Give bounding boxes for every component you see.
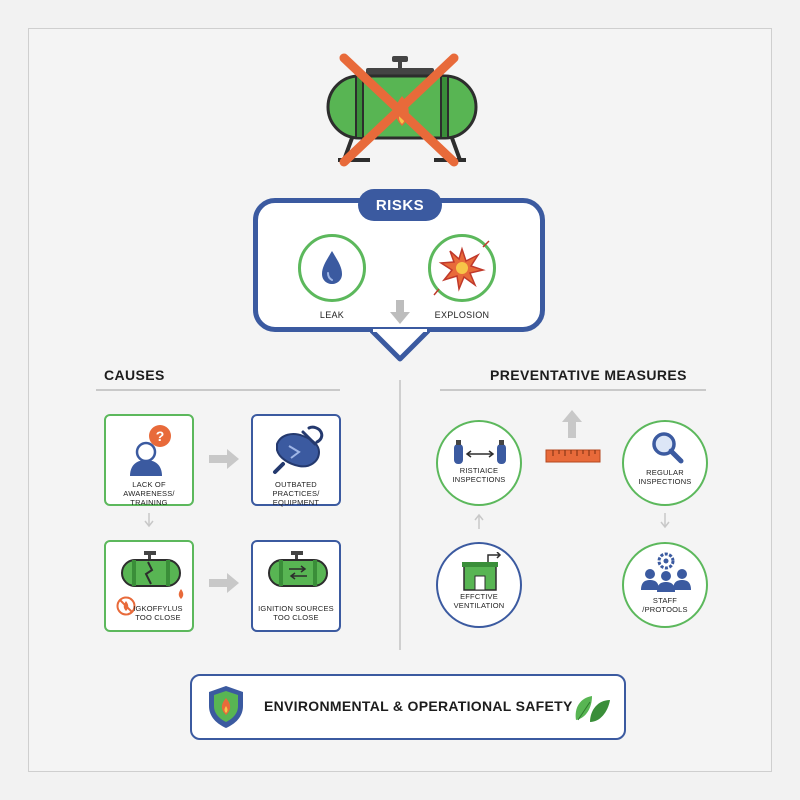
small-fire-icon <box>178 589 184 599</box>
risks-pointer <box>370 329 430 362</box>
broken-wrench-icon <box>273 425 324 474</box>
cause-card-equipment: OUTBATED PRACTICES/ EQUIPMENT <box>251 414 341 507</box>
cause-card-awareness: ? LACK OF AWARENESS/ TRAINING <box>104 414 194 507</box>
risk-label-leak: LEAK <box>319 310 345 320</box>
measure-label-regular: REGULAR INSPECTIONS <box>638 468 692 486</box>
cause-card-ignition: IGNITION SOURCES TOO CLOSE <box>251 540 341 632</box>
cause-card-cracked: IGKOFFYLUS TOO CLOSE <box>104 540 194 632</box>
measure-regular: REGULAR INSPECTIONS <box>622 420 708 506</box>
no-fire-icon <box>116 596 136 616</box>
down-small-arrow-icon <box>660 513 670 529</box>
risks-title: RISKS <box>358 189 442 221</box>
down-arrow-icon <box>390 300 410 324</box>
magnifier-icon <box>652 432 684 464</box>
risk-label-explosion: EXPLOSION <box>434 310 490 320</box>
staff-gear-icon <box>641 552 691 592</box>
measures-title: PREVENTATIVE MEASURES <box>490 367 687 383</box>
measure-distance: RISTIAICE INSPECTIONS <box>436 420 522 506</box>
explosion-icon <box>433 240 490 296</box>
water-drop-icon <box>322 251 342 284</box>
vent-building-icon <box>462 552 502 591</box>
measure-label-ventilation: EFFCTIVE VENTILATION <box>453 592 505 610</box>
distance-cylinders-icon <box>454 440 506 464</box>
measures-divider <box>440 389 706 391</box>
tank-flow-icon <box>268 551 328 587</box>
measure-staff: STAFF /PROTOOLS <box>622 542 708 628</box>
measure-label-staff: STAFF /PROTOOLS <box>642 596 688 614</box>
measure-label-distance: RISTIAICE INSPECTIONS <box>452 466 506 484</box>
cracked-tank-icon <box>121 551 181 587</box>
safety-banner: ENVIRONMENTAL & OPERATIONAL SAFETY <box>190 674 626 740</box>
measure-ventilation: EFFCTIVE VENTILATION <box>436 542 522 628</box>
causes-divider <box>96 389 340 391</box>
leaf-icon <box>575 696 610 722</box>
ruler-icon <box>545 449 601 463</box>
up-arrow-icon <box>562 410 582 438</box>
cause-label-equipment: OUTBATED PRACTICES/ EQUIPMENT <box>272 480 320 507</box>
right-arrow-icon <box>209 449 239 469</box>
down-small-arrow-icon <box>144 513 154 528</box>
cause-label-cracked: IGKOFFYLUS TOO CLOSE <box>133 604 183 622</box>
leak-circle <box>298 234 366 302</box>
up-small-arrow-icon <box>474 513 484 529</box>
right-arrow-icon <box>209 573 239 593</box>
crossed-tank-icon <box>326 53 478 167</box>
explosion-circle <box>428 234 496 302</box>
center-divider <box>399 380 401 650</box>
cause-label-awareness: LACK OF AWARENESS/ TRAINING <box>123 480 175 507</box>
shield-fire-icon <box>209 686 243 728</box>
cause-label-ignition: IGNITION SOURCES TOO CLOSE <box>258 604 334 622</box>
causes-title: CAUSES <box>104 367 165 383</box>
svg-text:?: ? <box>156 428 165 444</box>
safety-banner-title: ENVIRONMENTAL & OPERATIONAL SAFETY <box>264 698 573 714</box>
confused-person-icon: ? <box>130 425 171 476</box>
